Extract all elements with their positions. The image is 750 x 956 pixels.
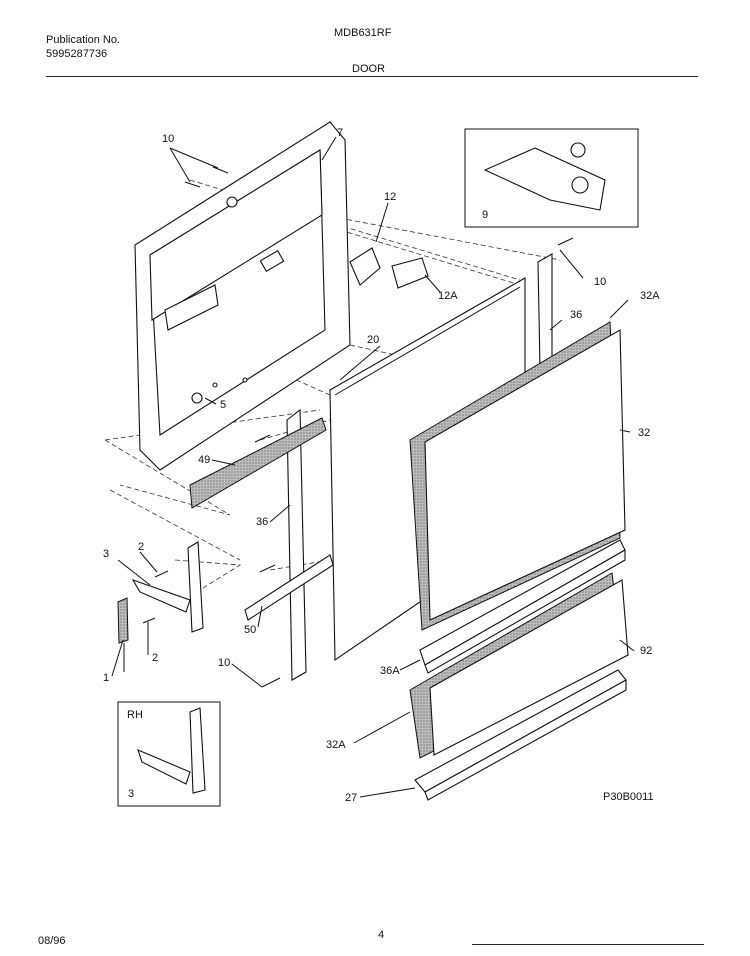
callout-36a: 36A	[380, 665, 400, 677]
callout-7: 7	[337, 127, 343, 139]
right-trim-strip	[537, 253, 553, 370]
trim-strip-49	[189, 417, 327, 509]
footer-date: 08/96	[38, 935, 66, 947]
trim-strip-36a	[419, 539, 626, 674]
callout-50: 50	[244, 624, 256, 636]
inset-rh-label: RH	[127, 709, 143, 721]
callout-2-bottom: 2	[152, 652, 158, 664]
drawing-id: P30B0011	[603, 791, 654, 803]
door-latch	[349, 247, 429, 289]
callout-36-right: 36	[570, 309, 582, 321]
model-number: MDB631RF	[334, 27, 392, 39]
leader-lines	[111, 136, 635, 798]
callout-12: 12	[384, 191, 396, 203]
upper-door-panel	[409, 321, 626, 631]
callout-49: 49	[198, 454, 210, 466]
callout-27: 27	[345, 792, 357, 804]
page-number: 4	[378, 929, 385, 941]
callout-10-right: 10	[594, 276, 606, 288]
callout-92: 92	[640, 645, 652, 657]
callout-labels: 10 7 12 12A 9 10 32A 36 20 5 32 49 36 3 …	[103, 127, 660, 804]
callout-1: 1	[103, 672, 109, 684]
callout-32a-bottom: 32A	[326, 739, 346, 751]
left-trim-strip	[286, 408, 307, 681]
callout-20: 20	[367, 334, 379, 346]
dispenser-inset	[464, 128, 639, 228]
callout-5: 5	[220, 399, 226, 411]
callout-3: 3	[103, 548, 109, 560]
header-rule	[46, 76, 698, 77]
hinge-assembly	[117, 541, 204, 672]
screws	[142, 166, 574, 688]
callout-32a-top: 32A	[640, 290, 660, 302]
bottom-trim-27	[414, 669, 627, 801]
section-title: DOOR	[352, 63, 385, 75]
callout-2-top: 2	[138, 541, 144, 553]
rh-hinge-inset	[117, 701, 221, 807]
outer-door-frame	[134, 121, 351, 471]
callout-12a: 12A	[438, 290, 458, 302]
callout-36-left: 36	[256, 516, 268, 528]
callout-10-top: 10	[162, 133, 174, 145]
trim-strip-50	[244, 554, 334, 621]
callout-9: 9	[482, 209, 488, 221]
callout-3-inset: 3	[128, 788, 134, 800]
lower-door-panel	[409, 572, 629, 759]
footer-rule	[472, 944, 704, 945]
callout-32: 32	[638, 427, 650, 439]
publication-label: Publication No.	[46, 34, 120, 46]
callout-10-bottom: 10	[218, 657, 230, 669]
publication-number: 5995287736	[46, 48, 108, 60]
